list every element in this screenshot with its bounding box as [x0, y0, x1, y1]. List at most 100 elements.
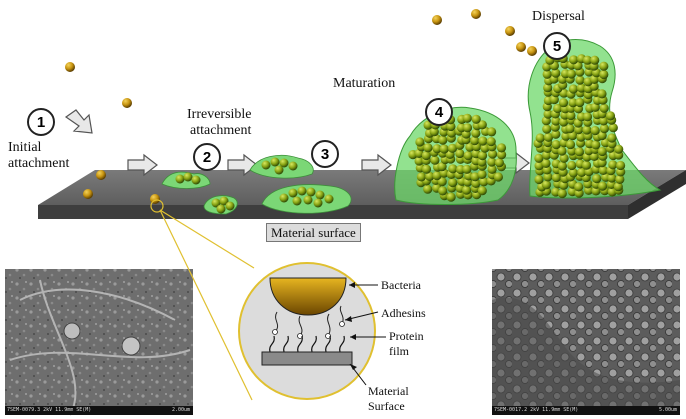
- biofilm-bacterium: [566, 110, 576, 121]
- biofilm-bacterium: [599, 116, 609, 126]
- biofilm-bacterium: [478, 136, 488, 146]
- biofilm-bacterium: [493, 172, 503, 182]
- biofilm-bacterium: [543, 83, 553, 93]
- stage-number-4: 4: [425, 98, 453, 126]
- process-arrows: [64, 109, 530, 177]
- biofilm-bacterium: [599, 69, 609, 80]
- biofilm-bacterium: [423, 143, 433, 153]
- biofilm-bacterium: [432, 171, 442, 181]
- biofilm-bacterium: [557, 161, 568, 171]
- sem-right-footer-info: 7SEM-0017.2 2kV 11.9mm SE(M): [494, 407, 579, 413]
- biofilm-bacterium: [448, 164, 458, 174]
- sem-image-right: [492, 269, 680, 415]
- biofilm-bacterium: [465, 142, 475, 152]
- biofilm-bacterium: [416, 172, 426, 182]
- biofilm-bacterium: [549, 95, 559, 105]
- biofilm-bacterium: [432, 144, 442, 154]
- biofilm-bacterium: [477, 120, 487, 130]
- bacterium: [96, 170, 106, 180]
- planktonic-bacteria: [65, 9, 537, 204]
- protein-film-label-line1: Protein: [389, 329, 424, 343]
- biofilm-bacterium: [607, 173, 617, 183]
- biofilm-bacterium: [551, 129, 561, 139]
- biofilm-bacterium: [494, 158, 504, 168]
- bacterium: [65, 62, 75, 72]
- biofilm-bacterium: [543, 172, 553, 182]
- biofilm-bacterium: [590, 126, 600, 136]
- biofilm-bacterium: [447, 143, 458, 153]
- material-surface-inset-line2: Surface: [368, 399, 405, 413]
- biofilm-bacterium: [590, 102, 600, 112]
- stage1-label-line2: attachment: [8, 156, 70, 171]
- biofilm-bacterium: [543, 132, 554, 142]
- biofilm-bacterium: [423, 184, 433, 194]
- biofilm-bacterium: [438, 186, 448, 196]
- biofilm-bacterium: [446, 121, 456, 132]
- biofilm-bacterium: [437, 162, 447, 172]
- bacteria-label: Bacteria: [381, 278, 421, 292]
- biofilm-bacterium: [542, 69, 552, 79]
- biofilm-bacterium: [480, 143, 490, 153]
- biofilm-bacterium: [605, 111, 616, 121]
- biofilm-bacterium: [497, 150, 507, 160]
- sem-right-footer: 7SEM-0017.2 2kV 11.9mm SE(M) 5.00um: [492, 406, 680, 415]
- biofilm-bacterium: [575, 75, 585, 85]
- arrow-step3: [361, 153, 392, 177]
- biofilm-bacterium: [487, 127, 497, 137]
- biofilm-bacterium: [543, 109, 553, 119]
- biofilm-bacterium: [487, 157, 497, 167]
- biofilm-bacterium: [534, 174, 544, 185]
- biofilm-bacterium: [462, 185, 472, 195]
- biofilm-bacterium: [574, 125, 584, 135]
- biofilm-bacterium: [574, 182, 584, 192]
- biofilm-bacterium: [576, 132, 586, 142]
- biofilm-bacterium: [598, 181, 608, 191]
- biofilm-bacterium: [463, 151, 473, 161]
- biofilm-bacterium: [448, 178, 458, 188]
- biofilm-bacterium: [470, 136, 480, 146]
- biofilm-bacterium: [597, 130, 607, 141]
- biofilm-bacterium: [591, 186, 601, 196]
- biofilm-bacterium: [589, 151, 599, 161]
- biofilm-bacterium: [558, 98, 569, 108]
- biofilm-bacterium: [577, 167, 587, 177]
- biofilm-bacterium: [542, 124, 552, 134]
- biofilm-bacterium: [608, 123, 618, 133]
- protein-film-label-line2: film: [389, 344, 409, 358]
- stage2-label-line2: attachment: [190, 123, 252, 138]
- biofilm-bacterium: [599, 103, 609, 113]
- biofilm-bacterium: [462, 164, 472, 174]
- biofilm-bacterium: [616, 167, 626, 177]
- biofilm-bacterium: [542, 150, 552, 160]
- biofilm-bacterium: [597, 89, 607, 99]
- biofilm-bacterium: [590, 55, 600, 65]
- bacterium: [83, 189, 93, 199]
- stage-number-5: 5: [543, 32, 571, 60]
- biofilm-bacterium: [592, 174, 602, 184]
- bacterium: [471, 9, 481, 19]
- adhesion-callout: [150, 199, 386, 401]
- sem-left-footer: 7SEM-0079.3 2kV 11.9mm SE(M) 2.00um: [5, 406, 193, 415]
- biofilm-bacterium: [425, 171, 435, 181]
- biofilm-bacterium: [559, 153, 569, 163]
- biofilm-bacterium: [477, 169, 487, 179]
- biofilm-bacterium: [613, 182, 623, 192]
- stage2-label-line1: Irreversible: [187, 107, 252, 122]
- biofilm-bacterium: [421, 164, 432, 174]
- stage-number-1: 1: [27, 108, 55, 136]
- biofilm-bacterium: [597, 146, 607, 157]
- biofilm-bacterium: [455, 148, 465, 159]
- biofilm-bacterium: [462, 123, 473, 133]
- biofilm-bacterium: [487, 164, 497, 174]
- adhesins-label: Adhesins: [381, 306, 426, 320]
- biofilm-bacterium: [568, 98, 578, 108]
- sem-right-scale: 5.00um: [658, 407, 677, 413]
- biofilm-bacterium: [575, 97, 585, 108]
- stage-number-2: 2: [193, 143, 221, 171]
- biofilm-bacterium: [446, 192, 456, 202]
- biofilm-bacterium: [541, 158, 551, 168]
- biofilm-bacterium: [541, 180, 552, 190]
- microcolonies: [249, 154, 352, 214]
